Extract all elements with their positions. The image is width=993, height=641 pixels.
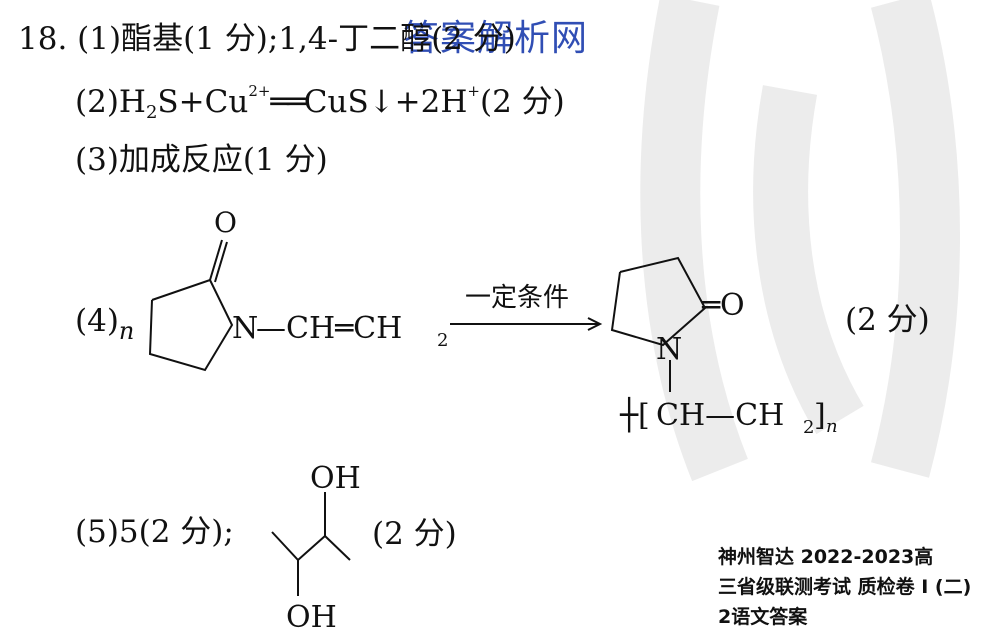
part1-text: (1)酯基(1 分);1,4-丁二醇(2 分) [77, 21, 516, 57]
product-bracket-left: ┼[ [619, 396, 650, 433]
reactant-nitrogen: N [232, 311, 258, 346]
equals-sign: ══ [270, 84, 305, 120]
product-backbone: CH—CH [656, 398, 784, 433]
reactant-ch2-sub: 2 [437, 330, 448, 351]
reactant-chain: —CH═CH [256, 311, 402, 346]
question-part-5: (5)5(2 分); [75, 517, 234, 548]
question-part-3: (3)加成反应(1 分) [75, 145, 328, 176]
part5-label: (5)5(2 分); [75, 514, 234, 550]
footer-line-3: 2语文答案 [718, 606, 808, 628]
part4-label-text: (4) [75, 303, 119, 339]
question-part-2: (2)H2S+Cu2+══CuS↓+2H+(2 分) [75, 84, 565, 122]
reaction-condition: 一定条件 [465, 283, 569, 313]
question-number: 18. [18, 21, 68, 57]
product-bracket-right: ] [814, 398, 826, 433]
part4-score: (2 分) [845, 302, 930, 338]
question-part-1: 18. (1)酯基(1 分);1,4-丁二醇(2 分) [18, 24, 516, 55]
product-ch2-sub: 2 [803, 417, 814, 438]
footer-line-1: 神州智达 2022-2023高 [718, 546, 934, 568]
h-charge: + [467, 82, 480, 100]
part2-s-plus-cu: S+Cu [157, 84, 249, 120]
part4-label: (4)n [75, 303, 135, 345]
part3-text: (3)加成反应(1 分) [75, 142, 328, 178]
cu-charge: 2+ [248, 82, 271, 100]
part2-score: (2 分) [479, 84, 565, 120]
product-nitrogen: N [656, 332, 682, 367]
part4-n: n [118, 317, 135, 345]
product-n-sub: n [826, 416, 838, 437]
watermark-site-name: 答案解析网 [403, 18, 589, 59]
hydroxyl-bottom: OH [286, 600, 337, 635]
hydroxyl-top: OH [310, 461, 361, 496]
h2-subscript: 2 [145, 102, 158, 123]
part2-cus: CuS↓+2H [303, 84, 468, 120]
part5-score: (2 分) [372, 516, 457, 552]
footer-line-2: 三省级联测考试 质检卷 I (二) [718, 576, 972, 598]
part2-prefix: (2)H [75, 84, 146, 120]
product-carbonyl: ═O [701, 288, 745, 323]
reactant-oxygen: O [214, 206, 237, 239]
